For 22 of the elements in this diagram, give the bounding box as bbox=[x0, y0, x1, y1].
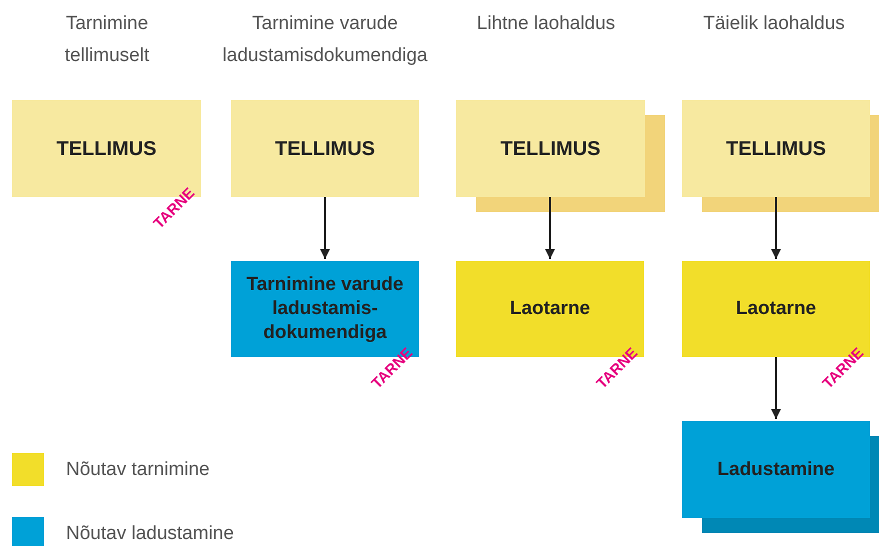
column-heading: Lihtne laohaldus bbox=[476, 12, 616, 36]
box-label: TELLIMUS bbox=[726, 136, 826, 162]
box-label: TELLIMUS bbox=[275, 136, 375, 162]
process-box bbox=[456, 100, 645, 197]
legend-label: Nõutav ladustamine bbox=[66, 522, 234, 546]
box-label: Ladustamine bbox=[717, 458, 835, 482]
column-heading: Tarnimine tellimuselt bbox=[64, 12, 150, 68]
arrow bbox=[771, 197, 781, 259]
box-label: Laotarne bbox=[736, 297, 816, 321]
column-heading: Täielik laohaldus bbox=[702, 12, 846, 36]
process-box bbox=[682, 421, 870, 518]
arrow bbox=[545, 197, 555, 259]
arrow bbox=[771, 357, 781, 419]
legend-label: Nõutav tarnimine bbox=[66, 458, 210, 482]
box-label: Laotarne bbox=[510, 297, 590, 321]
process-box bbox=[231, 100, 419, 197]
box-label: TELLIMUS bbox=[500, 136, 600, 162]
box-label: Tarnimine varude ladustamis-dokumendiga bbox=[246, 273, 404, 345]
arrow bbox=[320, 197, 330, 259]
box-label: TELLIMUS bbox=[56, 136, 156, 162]
process-box bbox=[682, 100, 870, 197]
column-heading: Tarnimine varude ladustamisdokumendiga bbox=[222, 12, 428, 68]
